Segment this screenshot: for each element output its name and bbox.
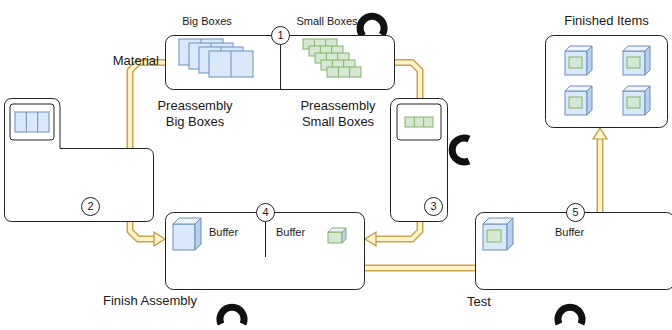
item-illustration [483, 218, 513, 250]
station-label: Buffer [209, 226, 259, 239]
arrow-head [365, 232, 376, 246]
flow-arrow [365, 268, 475, 269]
preassembly-station-outline [4, 98, 154, 222]
item-illustration [173, 218, 201, 250]
flow-fill [598, 138, 602, 212]
callout-number: 2 [81, 197, 100, 216]
callout-number: 5 [566, 203, 585, 222]
flow-fill [130, 222, 155, 239]
flow-outline [375, 222, 420, 239]
finished-store-outline [545, 35, 668, 128]
big-box-store-outline [165, 35, 280, 90]
arrow-head [154, 232, 165, 246]
item-illustration [328, 228, 346, 243]
flow-fill [395, 63, 420, 99]
item-illustration [10, 104, 54, 140]
operator-icon [220, 307, 244, 324]
small-box-store: Small Boxes [280, 35, 395, 90]
station-label: Big Boxes [169, 15, 245, 28]
flow-outline [597, 138, 604, 212]
station-label: Test [467, 294, 507, 310]
arrow-head [593, 128, 607, 139]
station-label: Buffer [555, 226, 605, 239]
flow-arrow [365, 222, 420, 246]
station-label: Buffer [276, 226, 324, 239]
item-illustration [565, 46, 650, 115]
flow-arrow [593, 128, 607, 212]
flow-outline [130, 222, 155, 239]
station-label: Finish Assembly [103, 293, 215, 309]
callout-number: 1 [271, 26, 290, 45]
station-label: Preassembly Small Boxes [292, 98, 384, 129]
item-illustration [179, 39, 253, 77]
operator-icon [360, 16, 384, 36]
item-illustration [303, 39, 361, 77]
flow-fill [375, 222, 420, 239]
station-label: Material [91, 53, 159, 69]
flow-arrow [395, 63, 420, 99]
station-label: Small Boxes [291, 15, 363, 28]
station-label: Preassembly Big Boxes [152, 98, 238, 129]
small-box-store-outline [281, 35, 396, 90]
callout-number: 3 [424, 197, 443, 216]
operator-icon [558, 307, 582, 324]
flow-outline [395, 63, 420, 99]
station-label: Finished Items [545, 13, 668, 29]
flow-fill [365, 266, 475, 270]
operator-icon [452, 138, 469, 162]
test-station: BufferTest [475, 212, 672, 290]
item-illustration [397, 104, 441, 140]
flow-arrow [130, 222, 165, 246]
callout-number: 4 [256, 203, 275, 222]
assembly-station: BufferBufferFinish Assembly [165, 212, 365, 290]
flow-outline [365, 265, 475, 272]
buffer-area: Buffer [265, 212, 365, 257]
big-box-store: Big Boxes [165, 35, 280, 90]
preassembly-station: Preassembly Big Boxes [4, 98, 154, 222]
buffer-area: Buffer [165, 212, 265, 257]
finished-store: Finished Items [545, 35, 668, 128]
